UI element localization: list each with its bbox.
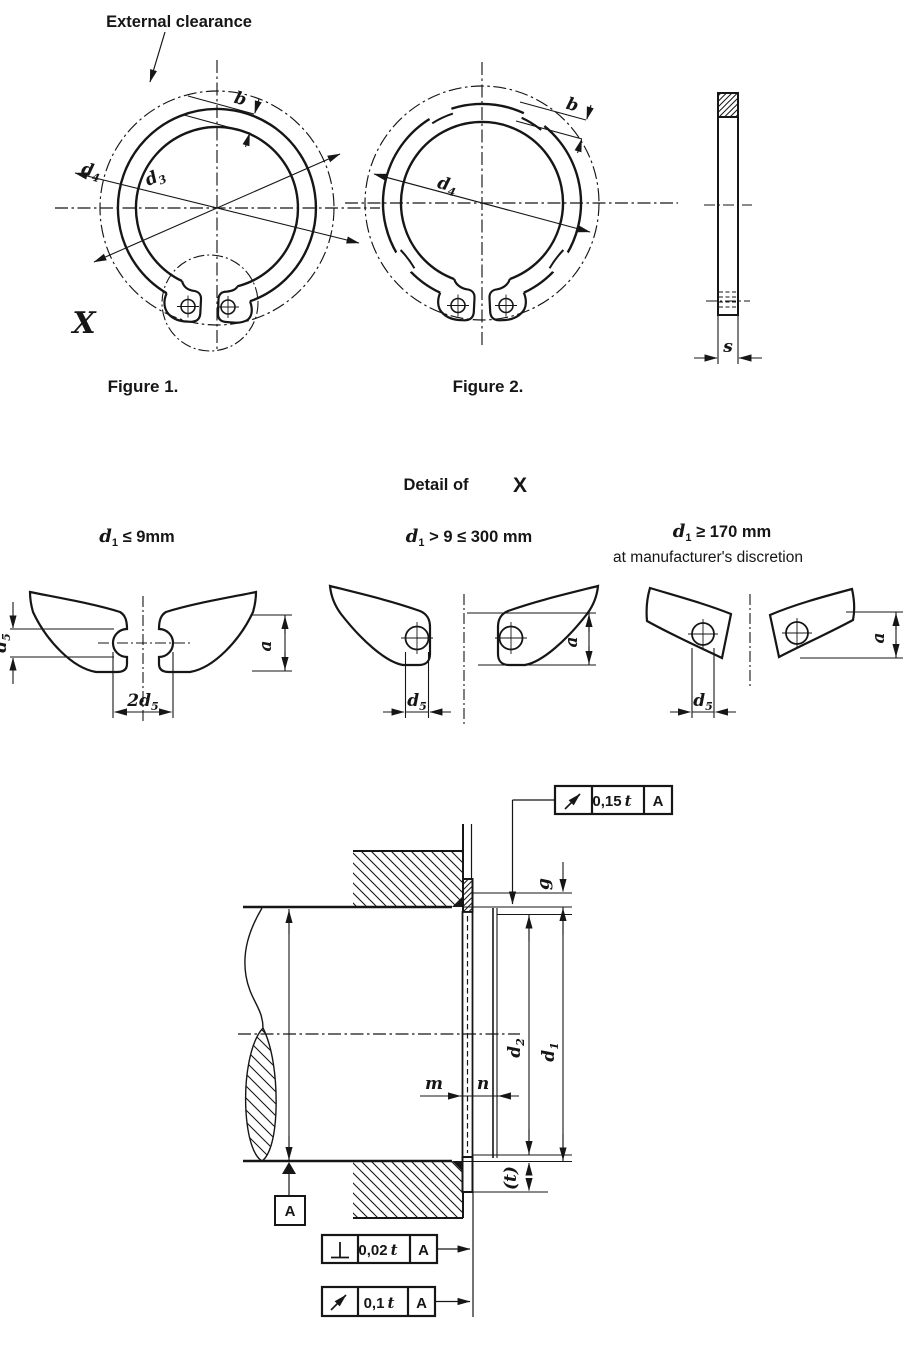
runout-top-leader <box>508 799 555 905</box>
fig1-right-lug <box>216 285 253 324</box>
circular-runout-icon <box>330 1294 347 1311</box>
large-d5-dimension <box>670 648 736 718</box>
small-d5-dimension <box>9 602 114 684</box>
fig1-detail-circle <box>161 254 259 352</box>
housing-top-hatch <box>353 851 463 907</box>
detail-small-condition: d1 ≤ 9mm <box>99 526 174 549</box>
perpendicularity-icon <box>331 1242 349 1259</box>
t-label: (t) <box>501 1166 521 1190</box>
shaft-break-line <box>244 907 277 1162</box>
d2-label: d2 <box>505 1038 527 1058</box>
small-d5-label: d5 <box>0 633 13 653</box>
large-left-segment <box>645 586 733 660</box>
bottom-corner-wedge <box>452 1161 463 1172</box>
figure1-caption: Figure 1. <box>108 377 179 396</box>
fig2-d4-arrow <box>373 173 591 233</box>
fig2-d4-label: d4 <box>435 173 460 199</box>
small-a-dimension <box>252 614 292 672</box>
mid-d5-dimension <box>383 652 451 718</box>
m-label: m <box>425 1074 443 1094</box>
housing-bottom-hatch <box>353 1161 463 1218</box>
installation-drawing <box>238 784 674 1318</box>
s-dimension <box>694 315 762 364</box>
runout-bottom-datum: A <box>416 1295 427 1312</box>
fig2-b-dimension <box>515 101 594 154</box>
fig2-left-lug <box>437 278 476 322</box>
detail-heading: Detail of <box>403 476 469 494</box>
small-left-lug <box>28 590 129 674</box>
small-2d5-dimension <box>112 652 174 718</box>
g-label: g <box>534 878 554 890</box>
tolerance-frame-perpendicularity <box>320 1233 471 1265</box>
mid-a-label: a <box>562 636 582 647</box>
detail-view-small <box>9 590 292 724</box>
large-hole-crosshairs <box>688 618 812 649</box>
tolerance-frame-runout-bottom <box>320 1285 471 1318</box>
fig1-b-dimension <box>183 95 262 148</box>
detail-large-condition: d1 ≥ 170 mm <box>673 521 771 544</box>
side-view-drawing <box>694 92 762 364</box>
detail-heading-marker: X <box>513 474 527 497</box>
mid-left-lug <box>328 584 432 667</box>
datum-triangle-icon <box>282 1162 296 1174</box>
shaft-break-lens-hatch <box>245 1028 277 1161</box>
detail-mid-condition: d1 > 9 ≤ 300 mm <box>406 526 532 549</box>
large-a-dimension <box>800 611 903 659</box>
n-label: n <box>477 1074 489 1094</box>
fig1-b-label: b <box>232 88 249 110</box>
figure1-drawing <box>55 31 380 352</box>
figure2-drawing <box>345 62 678 345</box>
detail-view-large <box>645 586 903 718</box>
small-2d5-label: 2d5 <box>126 691 158 713</box>
fig1-lug-hole-crosshairs <box>177 295 239 318</box>
circlip-bottom-tip <box>461 1156 474 1193</box>
fig2-lug-hole-crosshairs <box>447 294 517 317</box>
ring-section-hatched-cap <box>717 92 739 118</box>
mid-right-lug <box>496 584 600 667</box>
tolerance-frame-runout-top <box>553 784 674 816</box>
external-clearance-label: External clearance <box>106 13 252 31</box>
small-right-lug <box>157 590 258 674</box>
ring-section-bar <box>717 92 739 316</box>
mid-hole-crosshairs <box>401 622 527 654</box>
side-view-s-label: s <box>722 337 733 357</box>
detail-view-mid <box>328 584 600 724</box>
extension-lines <box>463 892 572 1193</box>
fig1-d4-label: d4 <box>79 159 103 185</box>
fig2-right-lug <box>488 278 527 322</box>
external-clearance-arrow <box>149 31 166 83</box>
fig1-x-marker: X <box>70 306 97 341</box>
detail-large-note: at manufacturer's discretion <box>613 549 803 566</box>
lug-hidden-lines <box>719 291 737 308</box>
datum-letter: A <box>285 1203 296 1220</box>
mid-d5-label: d5 <box>407 691 427 713</box>
fig2-housing-circle <box>364 85 600 321</box>
small-a-label: a <box>256 640 276 651</box>
d1-label: d1 <box>539 1042 561 1062</box>
mid-a-dimension <box>467 612 596 666</box>
top-corner-wedge <box>452 896 463 907</box>
circular-runout-icon <box>564 793 581 810</box>
large-a-label: a <box>869 632 889 643</box>
fig1-left-lug <box>163 280 203 323</box>
fig1-d3-arrow <box>93 153 341 263</box>
datum-box <box>274 1195 306 1226</box>
figure2-caption: Figure 2. <box>453 377 524 396</box>
fig2-relief-notches <box>394 105 570 274</box>
large-right-segment <box>768 587 856 659</box>
fig2-b-label: b <box>564 94 581 116</box>
large-d5-label: d5 <box>693 691 713 713</box>
perpendicularity-datum: A <box>418 1242 429 1259</box>
runout-top-datum: A <box>653 793 664 810</box>
